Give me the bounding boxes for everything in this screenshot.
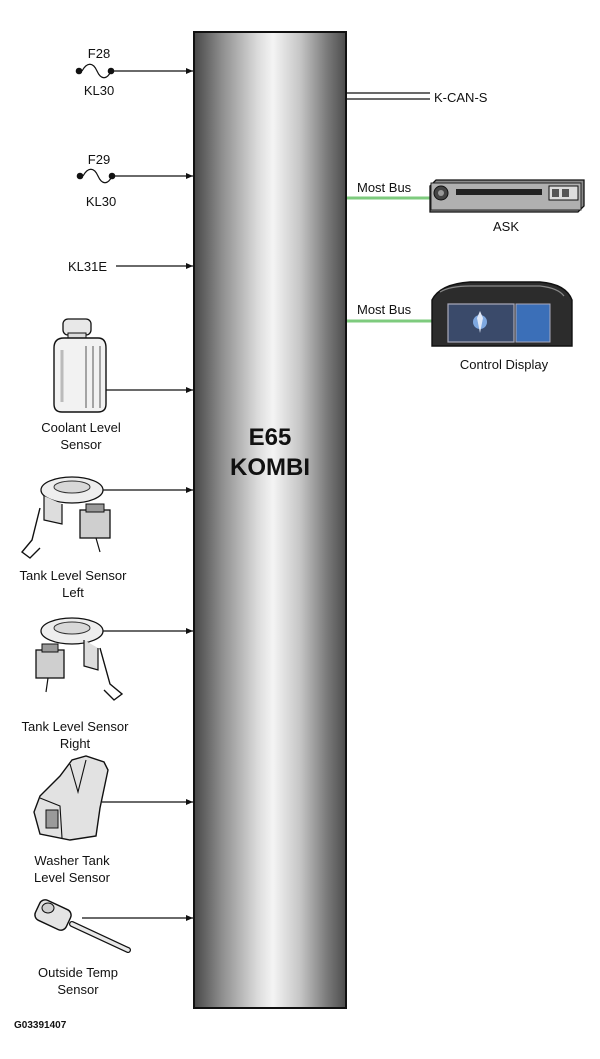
washer-sensor-label: Washer Tank Level Sensor xyxy=(34,853,110,885)
kl31e-label: KL31E xyxy=(68,259,108,274)
most-bus-display-label: Most Bus xyxy=(357,302,412,317)
tank-left-sensor-label: Tank Level Sensor Left xyxy=(19,568,127,600)
washer-sensor-image xyxy=(33,755,109,841)
ask-label: ASK xyxy=(492,219,519,234)
tank-right-sensor-label: Tank Level Sensor Right xyxy=(21,719,129,751)
kombi-module xyxy=(193,31,347,1009)
outside-temp-sensor-label: Outside Temp Sensor xyxy=(38,965,118,997)
coolant-sensor-label: Coolant Level Sensor xyxy=(41,420,121,452)
tank-left-sensor-image xyxy=(20,476,111,559)
figure-reference: G03391407 xyxy=(14,1020,67,1031)
control-display-label: Control Display xyxy=(459,357,549,372)
outside-temp-sensor-image xyxy=(34,899,131,953)
module-title-line2: KOMBI xyxy=(230,454,310,481)
fuse-f28-wire xyxy=(75,63,193,79)
coolant-sensor-image xyxy=(53,318,107,413)
control-display-image xyxy=(431,281,573,347)
fuse-f29-terminal-label: KL30 xyxy=(85,194,117,209)
fuse-f28-terminal-label: KL30 xyxy=(83,83,115,98)
module-title-line1: E65 xyxy=(248,424,292,451)
fuse-f29-label: F29 xyxy=(87,152,111,167)
k-can-s-label: K-CAN-S xyxy=(434,90,488,105)
fuse-f28-label: F28 xyxy=(87,46,111,61)
fuse-f29-wire xyxy=(76,168,193,184)
tank-right-sensor-image xyxy=(35,617,124,701)
k-can-s-bus xyxy=(347,92,430,100)
ask-unit-image xyxy=(429,179,585,213)
most-bus-ask-label: Most Bus xyxy=(357,180,412,195)
